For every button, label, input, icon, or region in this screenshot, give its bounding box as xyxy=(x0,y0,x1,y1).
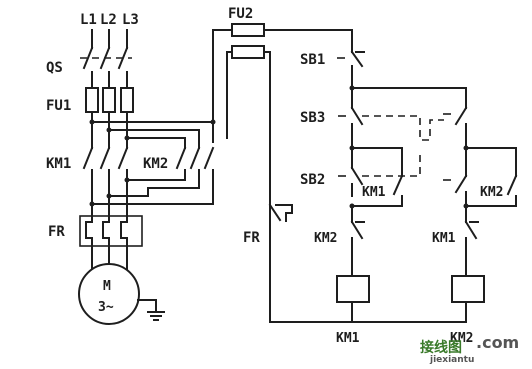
label-l3: L3 xyxy=(122,12,139,28)
label-l1: L1 xyxy=(80,12,97,28)
main-circuit xyxy=(78,29,215,325)
km1-main-contacts xyxy=(82,146,129,189)
label-km1-interlock: KM1 xyxy=(432,231,456,246)
label-km1-coil: KM1 xyxy=(336,331,360,346)
label-km1-main: KM1 xyxy=(46,156,71,172)
label-l2: L2 xyxy=(100,12,117,28)
label-km2-main: KM2 xyxy=(143,156,168,172)
motor xyxy=(78,263,165,325)
right-nc-contact xyxy=(443,174,468,207)
label-sb3: SB3 xyxy=(300,110,325,126)
qs-switch xyxy=(80,46,132,89)
fr-thermal-relay xyxy=(79,215,143,247)
labels: L1 L2 L3 QS FU1 KM1 KM2 FR M 3~ FU2 SB1 … xyxy=(46,6,503,346)
label-fu2: FU2 xyxy=(228,6,253,22)
watermark-domain: .com xyxy=(476,333,519,352)
watermark-url: jiexiantu xyxy=(429,355,474,364)
label-sb2: SB2 xyxy=(300,172,325,188)
km2-coil xyxy=(451,275,485,323)
label-fr-main: FR xyxy=(48,224,65,240)
sb2-button xyxy=(338,166,364,197)
label-km1-hold: KM1 xyxy=(362,185,386,200)
label-fu1: FU1 xyxy=(46,98,71,114)
fr-control-contact xyxy=(268,203,293,222)
km1-hold-contact xyxy=(349,147,404,209)
label-fr-ctrl: FR xyxy=(243,230,260,246)
label-motor-phase: 3~ xyxy=(98,300,114,315)
control-circuit xyxy=(210,23,518,323)
label-qs: QS xyxy=(46,60,63,76)
km1-interlock xyxy=(464,205,479,277)
fu1-fuses xyxy=(85,87,134,113)
label-km2-hold: KM2 xyxy=(480,185,503,200)
sb3-nc-contact xyxy=(443,106,468,161)
label-km2-interlock: KM2 xyxy=(314,231,337,246)
watermark-brand: 接线图 xyxy=(420,339,462,356)
sb3-button xyxy=(338,87,364,141)
km1-coil xyxy=(336,275,370,323)
watermark: 接线图 .com jiexiantu xyxy=(420,333,519,365)
km2-interlock xyxy=(350,205,365,277)
sb1-stop-button xyxy=(337,47,365,89)
km2-main-contacts xyxy=(175,146,215,197)
label-motor-m: M xyxy=(103,279,111,294)
fu2-fuses xyxy=(231,23,265,59)
label-sb1: SB1 xyxy=(300,52,325,68)
label-km2-coil: KM2 xyxy=(450,331,473,346)
